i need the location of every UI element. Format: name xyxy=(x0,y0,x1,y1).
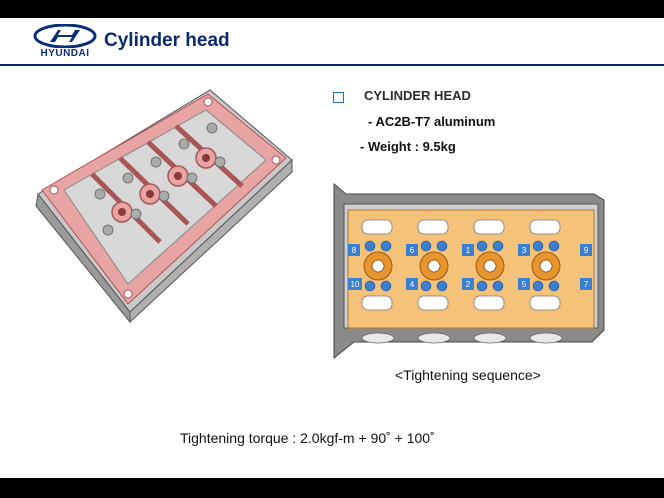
page-title: Cylinder head xyxy=(104,30,230,51)
bolt-number: 10 xyxy=(351,280,360,289)
bolt-number: 5 xyxy=(522,280,527,289)
bolt-number: 8 xyxy=(352,246,357,255)
bolt-row-top: 8 6 1 3 9 xyxy=(348,244,592,256)
spec-heading: CYLINDER HEAD xyxy=(364,88,471,103)
bottom-bar xyxy=(0,478,664,498)
tightening-torque: Tightening torque : 2.0kgf-m + 90˚ + 100… xyxy=(180,430,435,446)
bolt-box xyxy=(518,278,530,290)
bolt-box xyxy=(406,278,418,290)
bolt-number: 1 xyxy=(466,246,471,255)
title-divider xyxy=(0,64,664,66)
hyundai-logo: HYUNDAI xyxy=(30,24,100,62)
bolt-number: 6 xyxy=(410,246,415,255)
bolt-number: 3 xyxy=(522,246,527,255)
spec-material: - AC2B-T7 aluminum xyxy=(368,114,496,129)
bullet-icon xyxy=(333,92,344,103)
bolt-number: 2 xyxy=(466,280,471,289)
bolt-box xyxy=(518,244,530,256)
bolt-box xyxy=(462,278,474,290)
spec-weight: - Weight : 9.5kg xyxy=(360,139,456,154)
bolt-row-bottom: 10 4 2 5 7 xyxy=(348,278,592,290)
bolt-box xyxy=(348,244,360,256)
bolt-number: 4 xyxy=(410,280,415,289)
bolt-number: 9 xyxy=(584,246,589,255)
brand-name: HYUNDAI xyxy=(40,48,90,59)
top-bar xyxy=(0,0,664,18)
bolt-box xyxy=(348,278,362,290)
diagram-caption: <Tightening sequence> xyxy=(395,367,541,383)
bolt-box xyxy=(580,278,592,290)
bolt-box xyxy=(580,244,592,256)
bolt-number: 7 xyxy=(584,280,589,289)
tightening-sequence-diagram: 8 6 1 3 9 10 4 2 5 7 xyxy=(332,180,608,360)
hyundai-emblem-icon xyxy=(33,24,97,48)
cylinder-head-image xyxy=(30,82,300,327)
bolt-box xyxy=(462,244,474,256)
bolt-box xyxy=(406,244,418,256)
